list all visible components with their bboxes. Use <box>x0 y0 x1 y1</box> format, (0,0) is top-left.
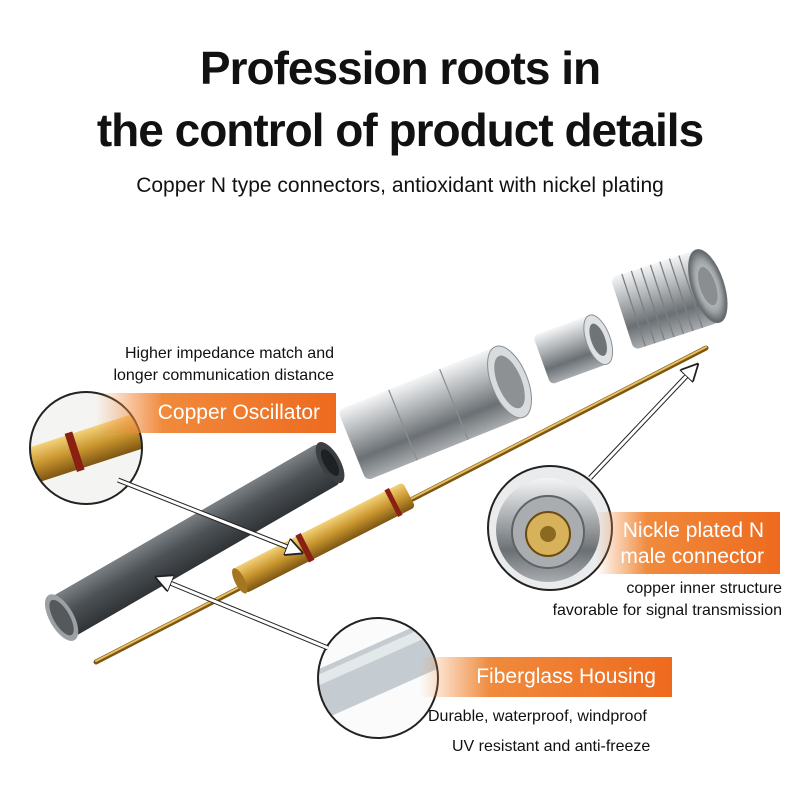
connector-note: copper inner structure favorable for sig… <box>480 578 782 622</box>
page-title-line1: Profession roots in <box>199 42 601 94</box>
copper-note-line1: Higher impedance match and <box>124 345 334 362</box>
zoom-n-connector <box>487 465 613 591</box>
copper-note-line2: longer communication distance <box>113 367 334 384</box>
fiberglass-housing-label: Fiberglass Housing <box>420 657 672 697</box>
connector-note-line2: favorable for signal transmission <box>552 602 782 619</box>
zoom-fiberglass-housing <box>317 617 439 739</box>
housing-note-line2: UV resistant and anti-freeze <box>452 738 651 755</box>
page-title-line2: the control of product details <box>96 104 704 156</box>
housing-note-line1: Durable, waterproof, windproof <box>428 708 647 725</box>
page-subtitle: Copper N type connectors, antioxidant wi… <box>136 174 664 197</box>
housing-note: Durable, waterproof, windproof UV resist… <box>428 702 728 762</box>
fiberglass-housing-tube <box>44 442 345 641</box>
n-connector-label-line1: Nickle plated N <box>622 519 764 542</box>
n-connector-nut <box>612 249 728 349</box>
n-connector-label: Nickle plated N male connector <box>596 512 780 574</box>
copper-oscillator-label: Copper Oscillator <box>96 393 336 433</box>
n-connector-label-line2: male connector <box>620 545 764 568</box>
steel-ring-small <box>534 314 614 384</box>
copper-note: Higher impedance match and longer commun… <box>40 343 334 387</box>
steel-sleeve-large <box>339 345 532 480</box>
connector-note-line1: copper inner structure <box>626 580 782 597</box>
pointer-arrows <box>117 366 696 651</box>
